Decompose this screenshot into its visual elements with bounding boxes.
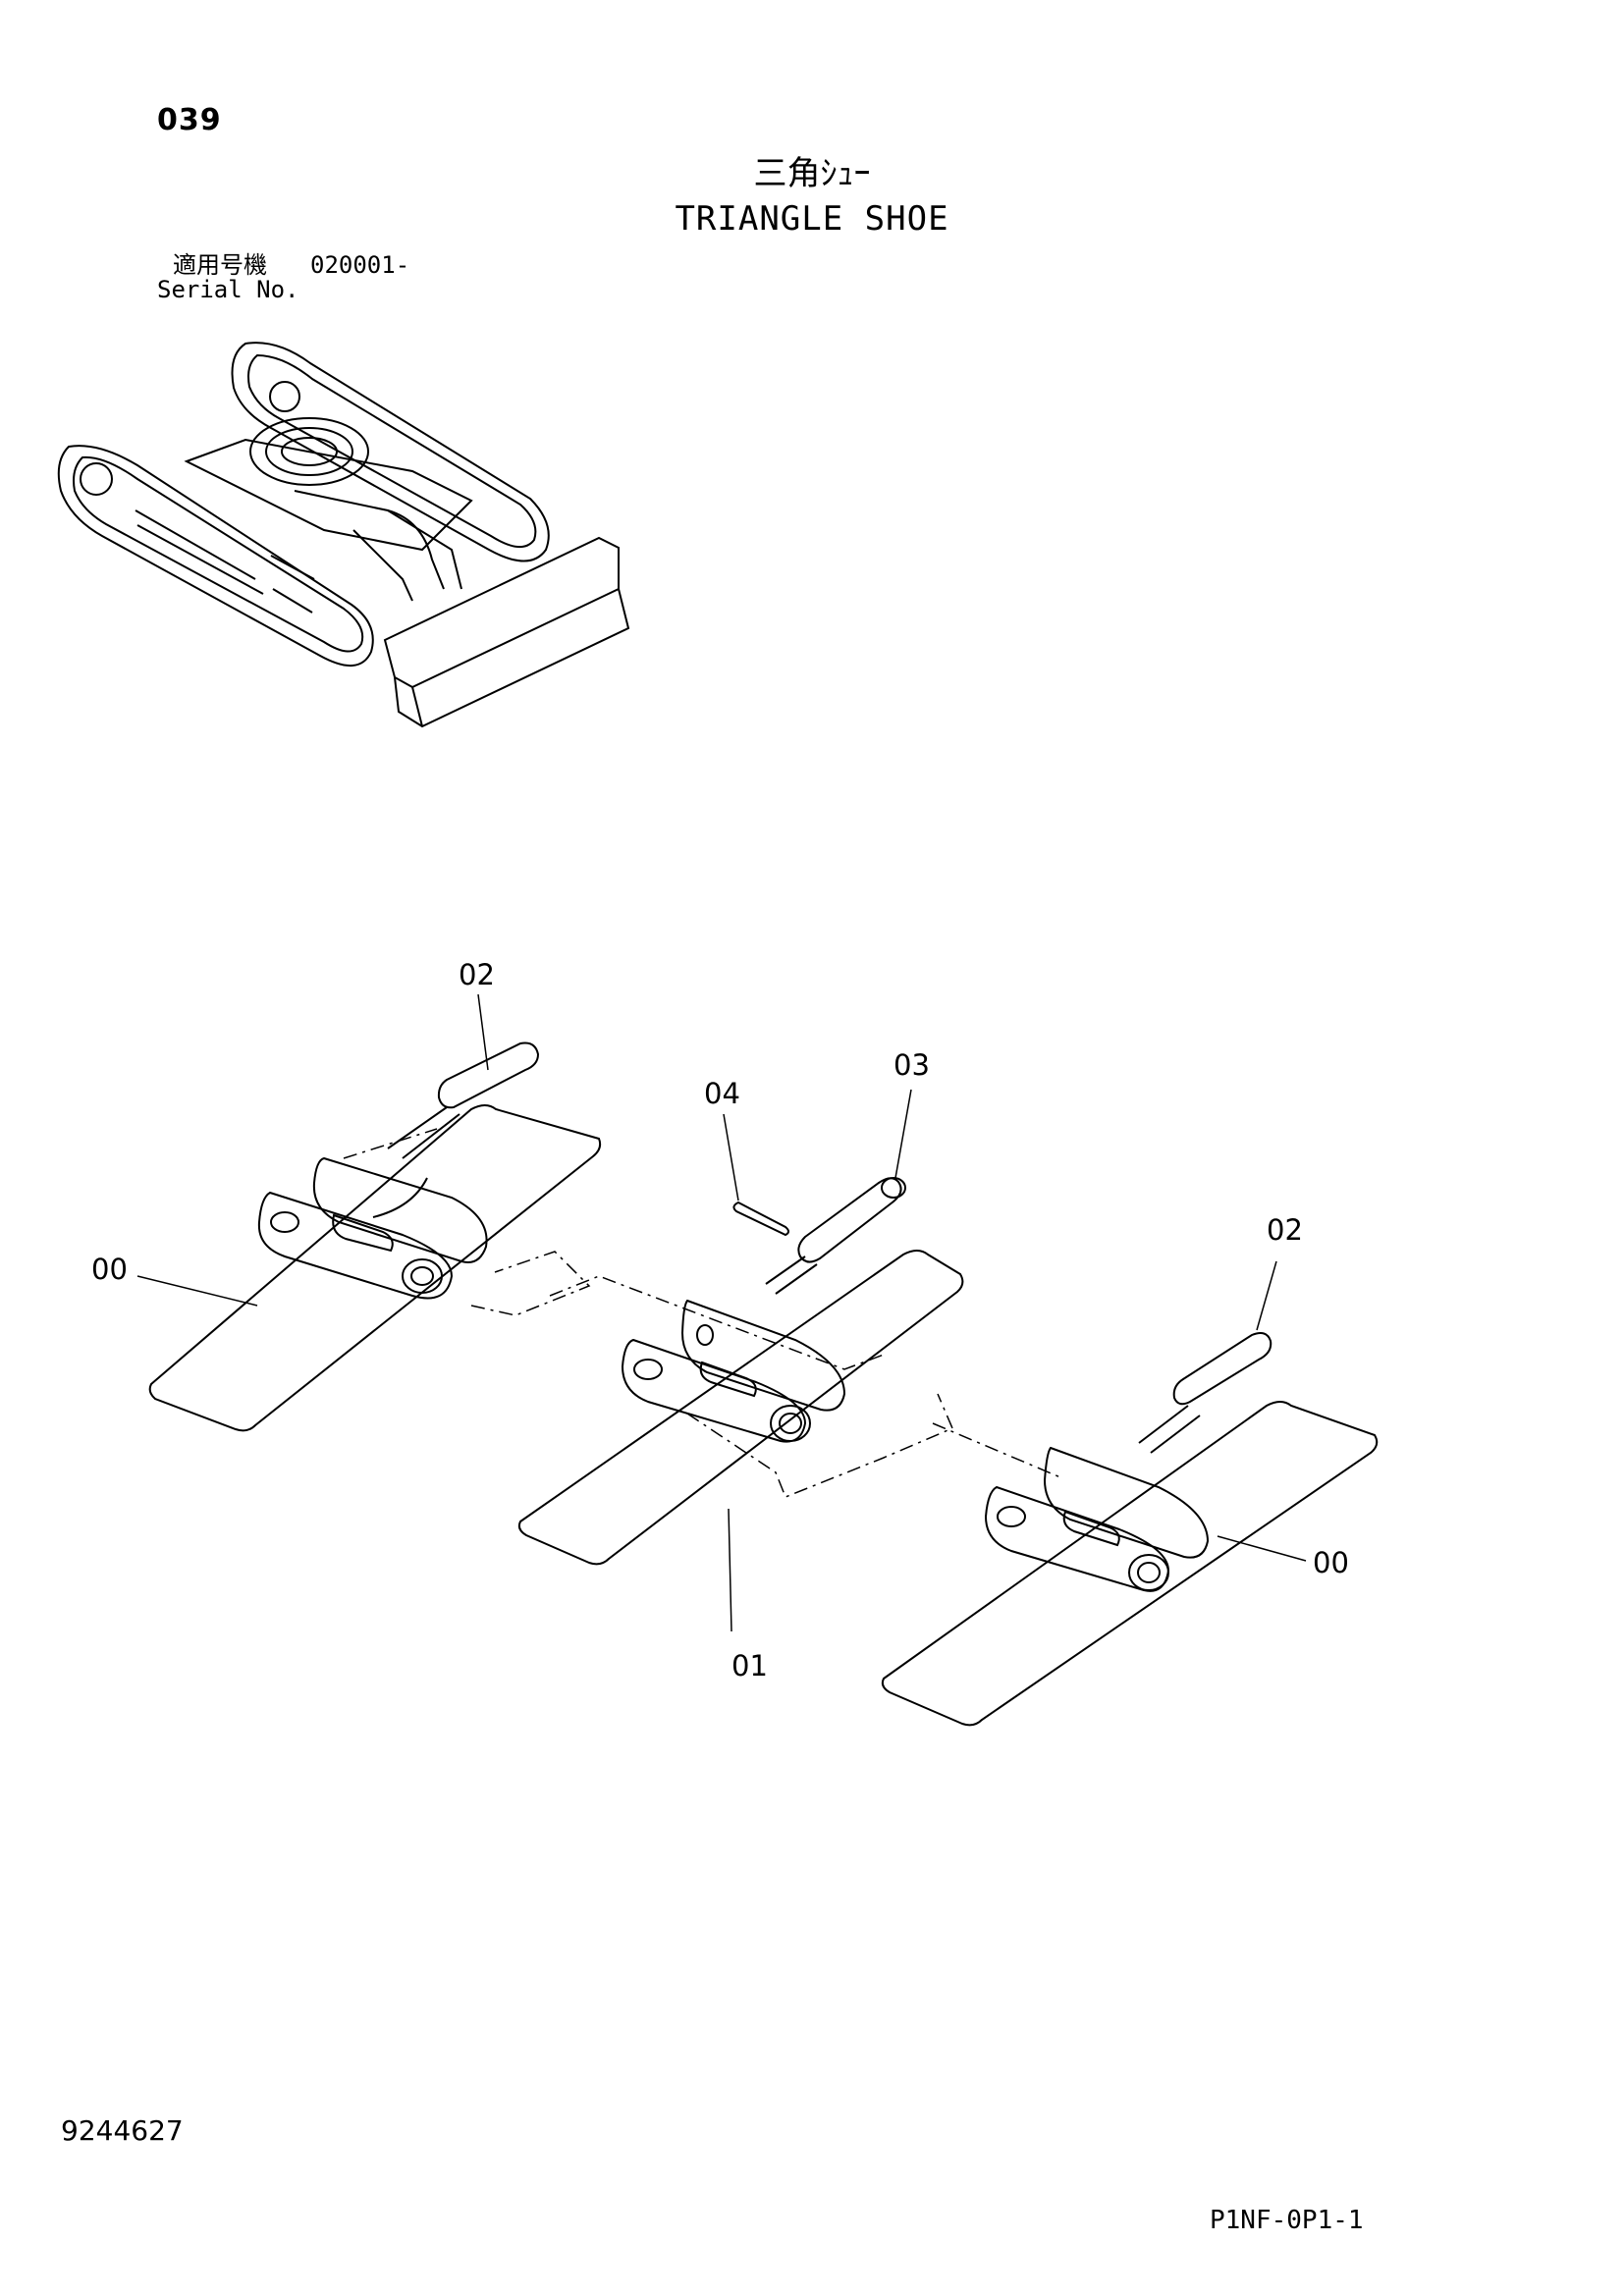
track-frame-sketch [57,342,630,728]
centerline-dashes [343,1128,1061,1498]
callout-cotter-pin: 04 [704,1077,740,1110]
shoe-assembly-left [148,1104,602,1432]
link-back-center [680,1299,846,1412]
page-code: P1NF-0P1-1 [1210,2206,1364,2235]
serial-label-japanese: 適用号機 [173,251,267,279]
pin-right [1138,1332,1272,1454]
pin-center [765,1177,906,1295]
link-front-left [257,1191,454,1300]
shoe-plate-left [148,1104,602,1432]
callout-pin-center: 03 [893,1048,930,1082]
callout-shoe-right: 00 [1313,1546,1349,1579]
leader-lines [136,993,1307,1632]
page-number: 039 [157,103,222,137]
pin-left [387,1041,540,1159]
document-number: 9244627 [61,2114,184,2147]
shoe-assembly-center [517,1250,964,1566]
title-japanese: 三角ｼｭｰ [753,154,871,193]
shoe-plate-right [881,1401,1379,1727]
shoe-plate-center [517,1250,964,1566]
callout-pin-right: 02 [1267,1213,1303,1247]
link-back-left [312,1156,488,1263]
link-back-right [1043,1446,1210,1559]
serial-value: 020001- [310,251,410,279]
cotter-pin [732,1201,789,1237]
shoe-assembly-right [881,1401,1379,1727]
callout-labels: 02 04 03 02 00 01 00 [91,958,1349,1682]
link-front-center [621,1338,807,1443]
callout-pin-left: 02 [459,958,495,991]
title-english: TRIANGLE SHOE [675,199,949,239]
link-front-right [984,1485,1170,1592]
callout-shoe-left: 00 [91,1253,128,1286]
serial-label-english: Serial No. [157,276,299,303]
callout-shoe-center: 01 [731,1649,768,1682]
